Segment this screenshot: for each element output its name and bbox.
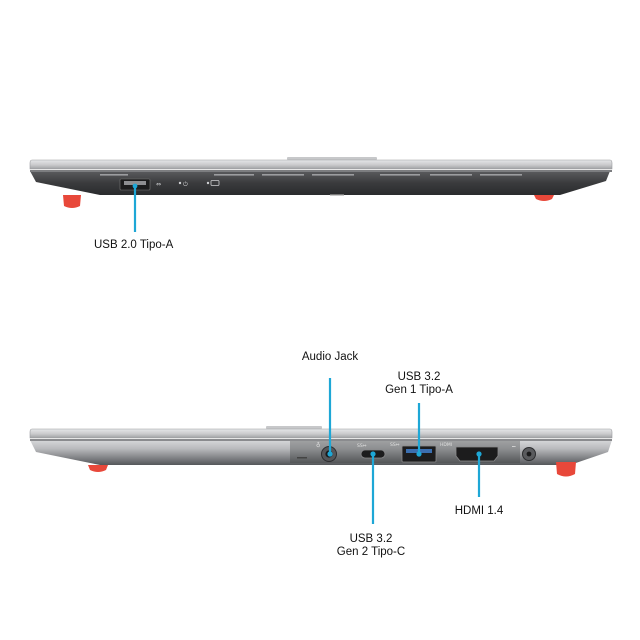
vent-slots <box>100 174 522 176</box>
usb-symbol-icon: ⇔ <box>156 181 161 188</box>
svg-text:SS⇔: SS⇔ <box>357 443 367 449</box>
power-led-icon <box>178 181 182 185</box>
hdmi-label: HDMI 1.4 <box>455 505 504 517</box>
rubber-foot <box>534 195 554 201</box>
power-icon: ⏻ <box>183 181 188 188</box>
laptop-right-side-view: ♁ SS⇔ SS⇔ HDMI ⎓ <box>29 351 613 558</box>
audio-jack-label: Audio Jack <box>302 351 359 363</box>
charge-led-icon <box>206 181 210 185</box>
rubber-foot <box>556 462 576 477</box>
callout-lines <box>328 378 481 524</box>
svg-text:♁: ♁ <box>316 441 320 449</box>
svg-text:⎓: ⎓ <box>512 445 516 450</box>
svg-text:SS⇔: SS⇔ <box>390 442 400 448</box>
battery-icon <box>210 180 220 186</box>
svg-text:HDMI: HDMI <box>440 442 452 448</box>
dc-in-port-icon: ⎓ <box>512 445 536 461</box>
usb-2-label: USB 2.0 Tipo-A <box>94 239 174 251</box>
usb-gen1-label-line2: Gen 1 Tipo-A <box>385 384 453 396</box>
rubber-foot <box>63 195 81 208</box>
laptop-left-side-view: ⇔ ⏻ USB 2.0 Tipo-A <box>29 157 613 251</box>
rubber-foot <box>88 465 108 472</box>
usb-gen2-label-line1: USB 3.2 <box>350 533 393 545</box>
usb-gen1-label-line1: USB 3.2 <box>398 371 441 383</box>
usb-gen2-label-line2: Gen 2 Tipo-C <box>337 546 405 558</box>
